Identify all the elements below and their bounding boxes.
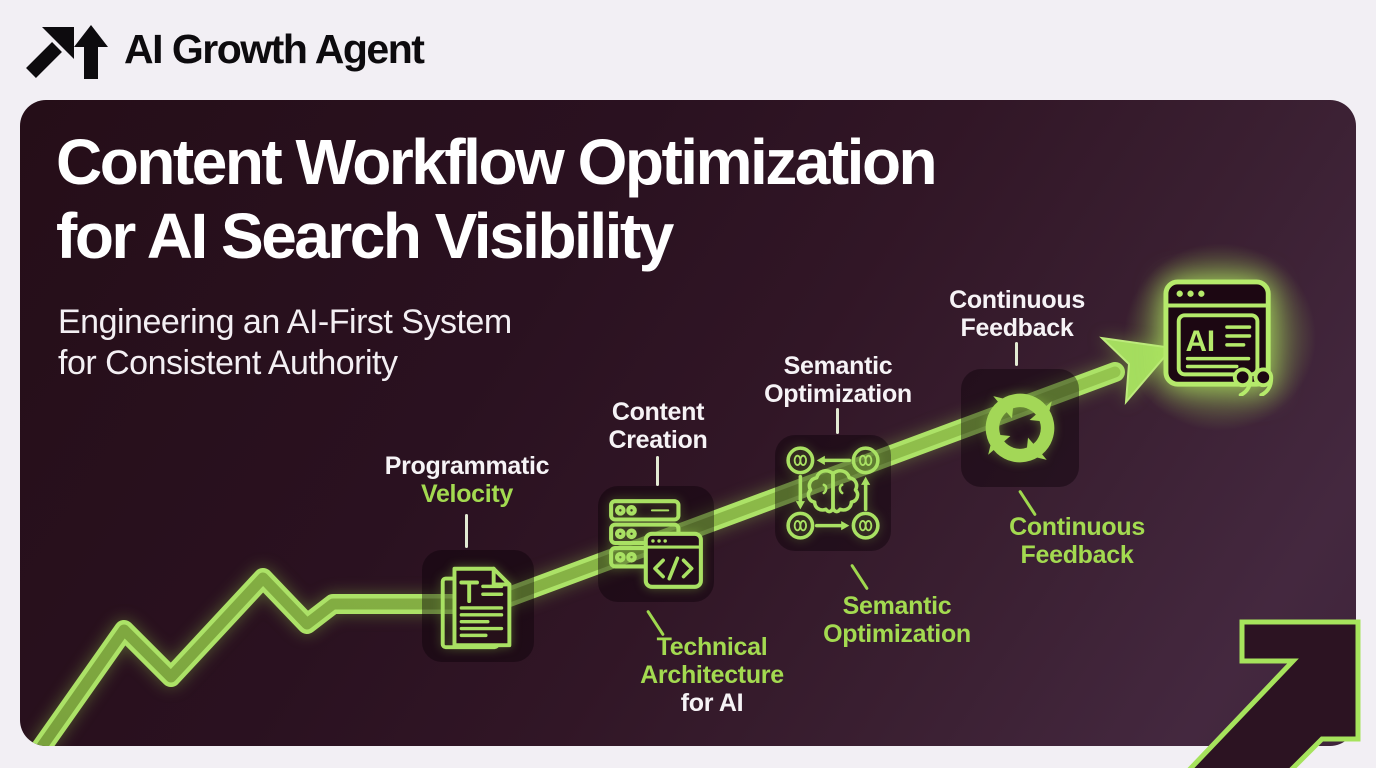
label-content-creation: Content Creation [608,398,707,454]
label-line: Continuous [1009,513,1145,541]
brand-title: AI Growth Agent [124,26,425,72]
card-subtitle-line1: Engineering an AI-First System [58,303,512,341]
label-continuous-feedback-bottom: Continuous Feedback [1009,513,1145,569]
connector-tick [656,456,659,486]
page-header: AI Growth Agent [0,0,1376,100]
label-line: Programmatic [384,452,550,480]
label-line: Feedback [960,314,1074,342]
card-title: Content Workflow Optimization for AI Sea… [56,126,938,273]
ai-label: AI [1186,325,1216,358]
label-line: for AI [680,689,744,717]
label-line: Technical [656,633,768,661]
content-card: Content Workflow Optimization for AI Sea… [20,100,1356,746]
connector-tick [465,514,468,548]
label-line: Feedback [1020,541,1134,569]
label-continuous-feedback-top: Continuous Feedback [949,286,1085,342]
document-text-icon [422,550,534,662]
label-line: Content [611,398,705,426]
server-code-icon [598,486,714,602]
label-line: Architecture [640,661,784,689]
label-line: Semantic [842,592,952,620]
card-title-line2: for AI Search Visibility [56,199,674,272]
label-line: Optimization [823,620,971,648]
label-semantic-optimization-bottom: Semantic Optimization [823,592,971,648]
connector-tick [1015,342,1018,366]
label-line: Semantic [783,352,893,380]
cycle-arrows-icon [961,369,1079,487]
label-line: Continuous [949,286,1085,314]
card-subtitle-line2: for Consistent Authority [58,344,398,383]
label-line: Velocity [420,480,514,508]
label-line: Creation [608,426,708,454]
label-technical-architecture: Technical Architecture for AI [640,633,784,717]
ai-browser-quote-icon: AI [1158,276,1286,401]
connector-tick [836,408,839,434]
double-up-arrows-icon [26,25,108,79]
label-semantic-optimization-top: Semantic Optimization [764,352,912,408]
brain-network-icon [775,435,891,551]
label-line: Optimization [764,380,912,408]
label-programmatic-velocity: Programmatic Velocity [385,452,550,508]
card-subtitle: Engineering an AI-First System for Consi… [58,302,512,385]
arrowhead [1099,336,1174,405]
card-title-line1: Content Workflow Optimization [56,126,938,198]
